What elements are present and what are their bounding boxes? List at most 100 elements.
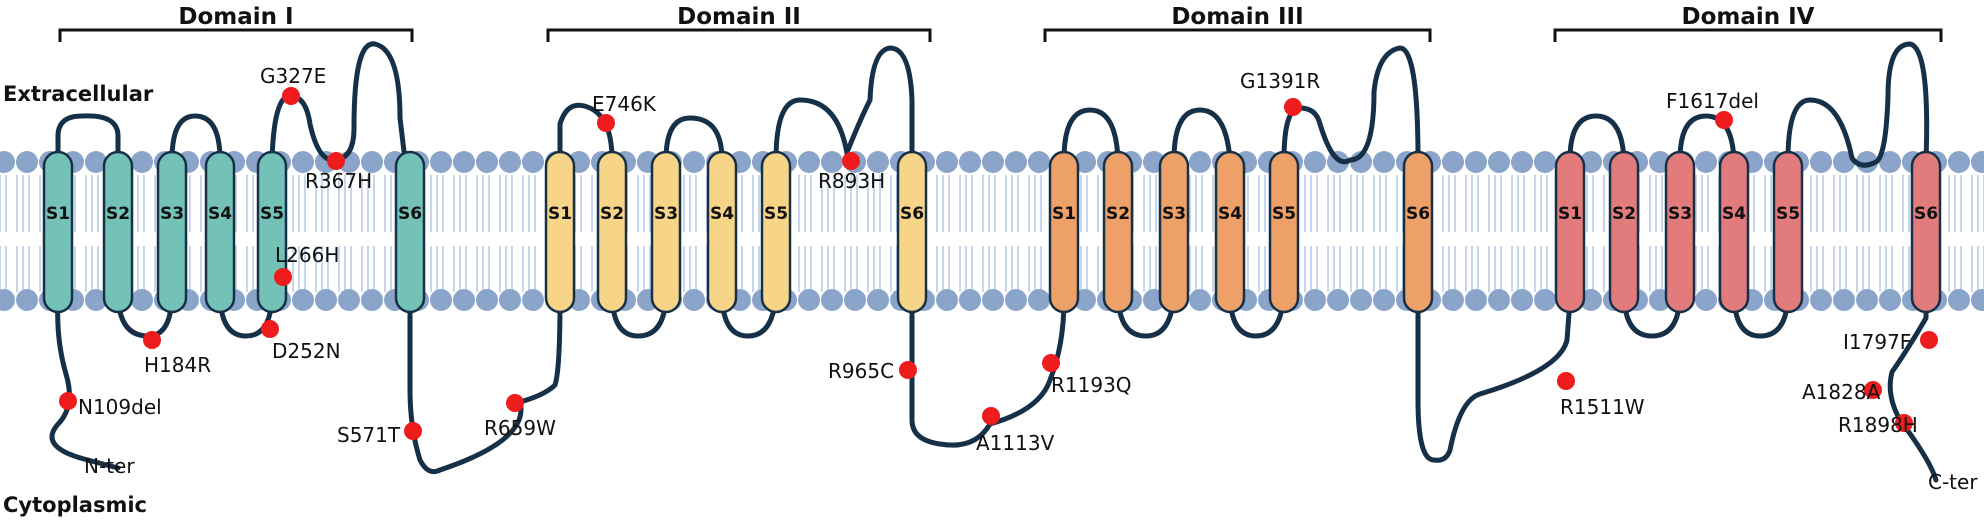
lipid-head [522,289,544,311]
segment-label: S2 [106,204,130,224]
transmembrane-segment: S4 [1214,150,1246,314]
transmembrane-segment: S6 [1402,150,1434,314]
helix-body [204,150,236,314]
mutation-site: R367H [305,152,372,193]
mutation-dot [59,392,77,410]
segment-label: S6 [1406,204,1430,224]
segment-label: S5 [764,204,788,224]
domain-title: Domain I [178,4,293,30]
c-terminus-label: C-ter [1928,470,1978,494]
mutation-site: H184R [143,331,211,377]
mutation-dot [1042,354,1060,372]
lipid-head [1810,151,1832,173]
lipid-head [1304,289,1326,311]
mutation-dot [506,394,524,412]
mutation-dot [842,152,860,170]
transmembrane-segment: S5 [760,150,792,314]
lipid-head [1511,289,1533,311]
mutation-dot [1557,372,1575,390]
lipid-head [1488,289,1510,311]
helix-body [1664,150,1696,314]
segment-label: S4 [208,204,232,224]
mutation-label: R1193Q [1051,373,1132,397]
transmembrane-segment: S3 [156,150,188,314]
segment-label: S5 [260,204,284,224]
mutation-label: G327E [260,64,326,88]
transmembrane-segment: S4 [204,150,236,314]
lipid-head [1534,151,1556,173]
transmembrane-segment: S3 [1664,150,1696,314]
mutation-site: R1193Q [1042,354,1132,397]
lipid-head [1028,289,1050,311]
mutation-label: E746K [592,92,657,116]
lipid-head [936,289,958,311]
lipid-head [1879,289,1901,311]
lipid-head [1971,151,1984,173]
helix-body [1772,150,1804,314]
transmembrane-segment: S6 [394,150,426,314]
lipid-head [16,289,38,311]
transmembrane-segment: S1 [1048,150,1080,314]
segment-label: S1 [548,204,572,224]
lipid-head [1442,151,1464,173]
mutation-site: G327E [260,64,326,105]
diagram-labels: Extracellular Cytoplasmic N-ter C-ter [3,82,1978,517]
segment-label: S4 [710,204,734,224]
lipid-head [476,289,498,311]
lipid-head [1856,289,1878,311]
helix-body [1910,150,1942,314]
segment-label: S5 [1776,204,1800,224]
lipid-head [1879,151,1901,173]
domain-title: Domain II [677,4,801,30]
lipid-head [1488,151,1510,173]
helix-body [394,150,426,314]
lipid-head [821,151,843,173]
mutation-label: A1828A [1802,380,1881,404]
lipid-head [1534,289,1556,311]
n-terminus-label: N-ter [84,454,135,478]
mutation-label: H184R [144,353,211,377]
lipid-head [1327,289,1349,311]
lipid-head [292,289,314,311]
lipid-head [1373,289,1395,311]
domain-bracket [58,28,414,42]
mutation-label: L266H [275,243,339,267]
lipid-head [798,289,820,311]
mutation-site: I1797F [1843,330,1938,354]
segment-label: S3 [160,204,184,224]
segment-label: S2 [1612,204,1636,224]
lipid-head [0,151,15,173]
lipid-head [499,289,521,311]
transmembrane-segment: S2 [1608,150,1640,314]
mutation-label: N109del [78,395,162,419]
lipid-head [16,151,38,173]
mutation-label: F1617del [1666,89,1759,113]
lipid-head [1810,289,1832,311]
helix-body [760,150,792,314]
lipid-head [1074,289,1096,311]
mutation-label: S571T [337,423,401,447]
segment-label: S3 [654,204,678,224]
lipid-head [867,151,889,173]
mutation-dot [899,361,917,379]
lipid-head [361,289,383,311]
lipid-head [1189,151,1211,173]
helix-body [706,150,738,314]
lipid-head [85,289,107,311]
domain-title: Domain IV [1681,4,1814,30]
lipid-head [315,289,337,311]
segment-label: S5 [1272,204,1296,224]
mutation-dot [1864,381,1882,399]
mutation-site: R1898H [1838,413,1918,437]
mutation-label: G1391R [1240,69,1320,93]
helix-body [596,150,628,314]
lipid-head [522,151,544,173]
lipid-head [867,289,889,311]
segment-label: S4 [1218,204,1242,224]
lipid-head [1948,289,1970,311]
segment-label: S1 [46,204,70,224]
lipid-head [1948,151,1970,173]
transmembrane-segment: S4 [706,150,738,314]
